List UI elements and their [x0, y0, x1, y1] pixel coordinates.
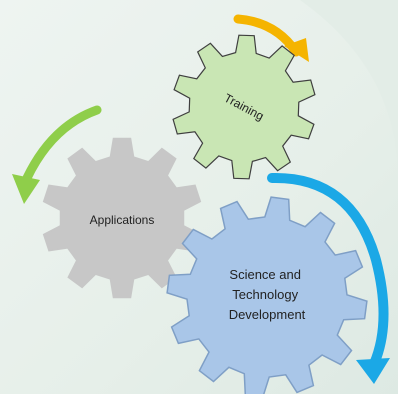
- green-cycle-arrow-head: [12, 174, 40, 204]
- background-shape: [300, 0, 398, 180]
- applications-label: Applications: [90, 213, 155, 227]
- blue-cycle-arrow-body: [267, 172, 389, 369]
- science-label-line-3: Development: [229, 307, 306, 322]
- orange-cycle-arrow-head: [284, 38, 309, 62]
- applications-gear: Applications: [42, 137, 202, 299]
- science-technology-gear: Science and Technology Development: [166, 196, 368, 394]
- blue-cycle-arrow-head: [356, 358, 390, 384]
- green-cycle-arrow-body: [22, 105, 102, 183]
- science-label: Science and Technology Development: [229, 267, 306, 322]
- training-gear: Training: [172, 34, 316, 180]
- science-label-line-1: Science and: [229, 267, 301, 282]
- science-label-line-2: Technology: [232, 287, 298, 302]
